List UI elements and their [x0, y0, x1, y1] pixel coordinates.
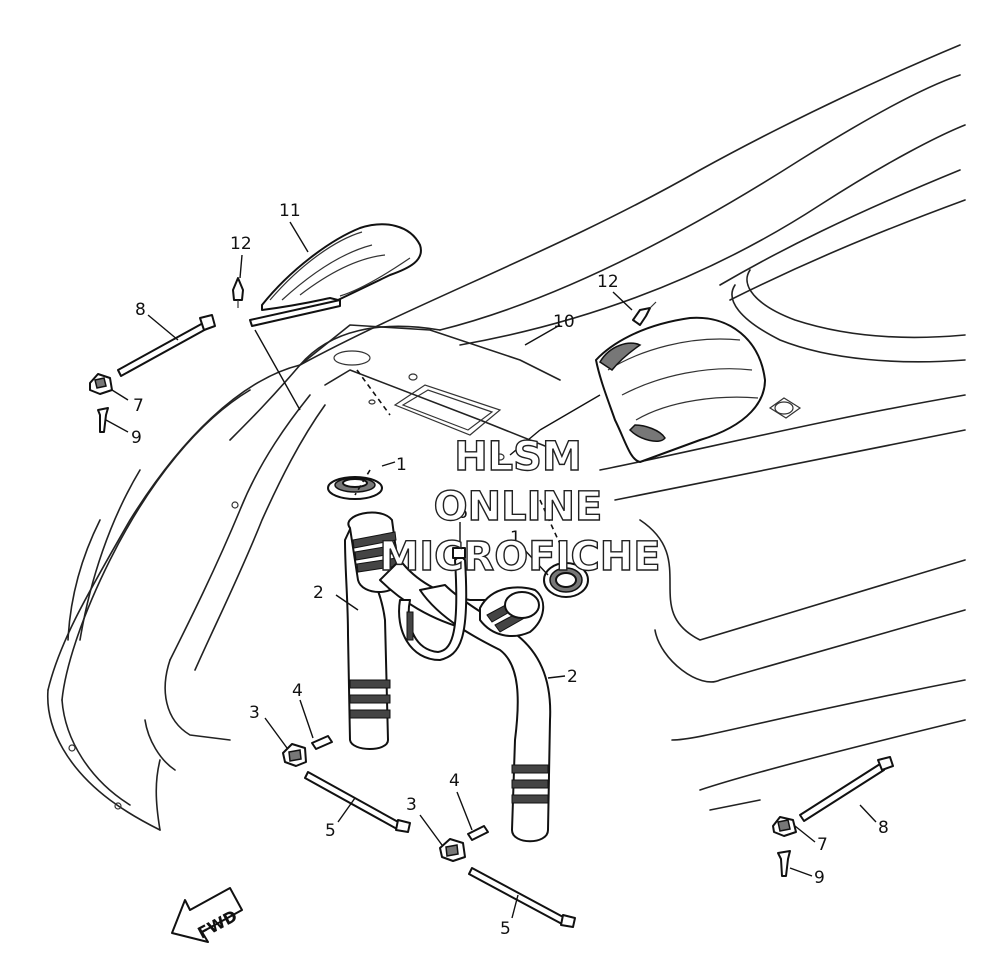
callout-11: 11	[279, 201, 301, 221]
watermark-line-3: MICROFICHE	[379, 534, 660, 580]
callout-4-left: 4	[292, 681, 303, 701]
cover-10	[595, 316, 766, 463]
fastener-12-left	[232, 277, 244, 308]
callout-4-right: 4	[449, 771, 460, 791]
hose-2-right	[419, 584, 552, 843]
callout-3-left: 3	[249, 703, 260, 723]
callout-6: 6	[457, 503, 468, 523]
pin-9-right	[777, 850, 791, 877]
callout-10: 10	[553, 312, 575, 332]
grommet-1-top	[327, 476, 383, 500]
callouts: 11 12 8 7 9 12 10 1 6 1 2 2 4 3 5 4 3 5 …	[131, 201, 889, 939]
callout-2-left: 2	[313, 583, 324, 603]
clip-7-left	[89, 373, 113, 395]
callout-5-left: 5	[325, 821, 336, 841]
callout-12-right: 12	[597, 272, 619, 292]
watermark-line-1: HLSM	[454, 434, 582, 480]
callout-7-left: 7	[133, 396, 144, 416]
callout-8-right: 8	[878, 818, 889, 838]
watermark-line-2: ONLINE	[434, 484, 603, 530]
screw-4-left	[311, 735, 333, 750]
cable-tie-5-right	[468, 867, 576, 928]
leader-lines	[105, 221, 877, 919]
callout-1-right: 1	[510, 528, 521, 548]
callout-7-right: 7	[817, 835, 828, 855]
callout-12-left: 12	[230, 234, 252, 254]
watermark: HLSM ONLINE MICROFICHE	[379, 433, 662, 580]
screw-4-right	[467, 825, 489, 841]
fwd-arrow-icon: FWD	[171, 887, 243, 943]
callout-5-right: 5	[500, 919, 511, 939]
cover-11	[249, 223, 422, 327]
cable-tie-8-left	[117, 314, 216, 377]
callout-8-left: 8	[135, 300, 146, 320]
clamp-3-right	[439, 838, 466, 862]
fastener-12-right	[632, 301, 657, 326]
hull-outline	[47, 44, 966, 831]
pin-9-left	[97, 407, 109, 433]
cable-tie-5-left	[304, 771, 411, 833]
callout-9-left: 9	[131, 428, 142, 448]
clip-7-right	[772, 816, 797, 837]
callout-1-top: 1	[396, 455, 407, 475]
callout-2-right: 2	[567, 667, 578, 687]
cable-tie-8-right	[799, 756, 894, 822]
callout-3-right: 3	[406, 795, 417, 815]
strap-6	[398, 547, 468, 661]
clamp-3-left	[282, 743, 307, 767]
grommet-1-right	[543, 562, 589, 598]
callout-9-right: 9	[814, 868, 825, 888]
